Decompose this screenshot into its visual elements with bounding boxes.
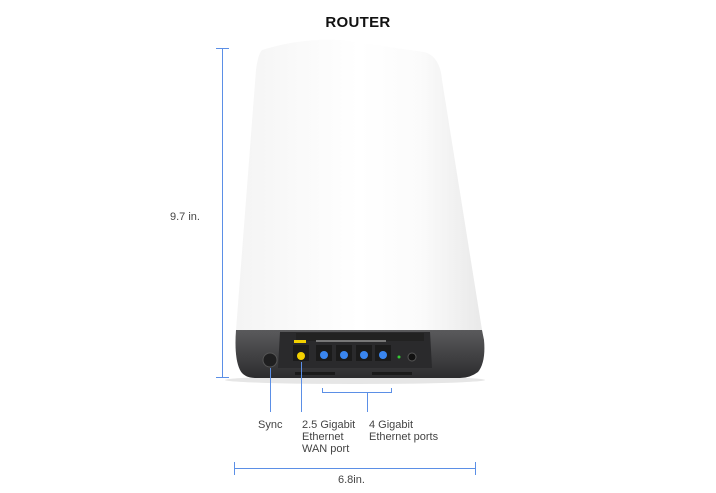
lan-bracket-bar	[322, 392, 392, 393]
width-dimension-cap-left	[234, 462, 235, 475]
lan-callout-line	[367, 392, 368, 412]
width-dimension-line	[234, 468, 476, 469]
height-dimension-cap-bottom	[216, 377, 229, 378]
height-label: 9.7 in.	[170, 211, 200, 223]
wan-label-line1: 2.5 Gigabit	[302, 419, 356, 431]
lan-bracket-left	[322, 388, 323, 393]
page-title: ROUTER	[325, 14, 391, 31]
wan-port-label: 2.5 Gigabit Ethernet WAN port	[302, 419, 355, 455]
height-dimension-cap-top	[216, 48, 229, 49]
width-dimension-cap-right	[475, 462, 476, 475]
lan-label-line2: Ethernet ports	[369, 431, 439, 443]
lan-ports-label: 4 Gigabit Ethernet ports	[369, 419, 438, 443]
height-dimension-line	[222, 48, 223, 378]
wan-callout-line	[301, 362, 302, 412]
width-label: 6.8in.	[338, 474, 365, 486]
sync-label: Sync	[258, 419, 283, 431]
wan-label-line3: WAN port	[302, 443, 350, 455]
wan-label-line2: Ethernet	[302, 431, 344, 443]
lan-label-line1: 4 Gigabit	[369, 419, 414, 431]
sync-callout-line	[270, 368, 271, 412]
lan-bracket-right	[391, 388, 392, 393]
